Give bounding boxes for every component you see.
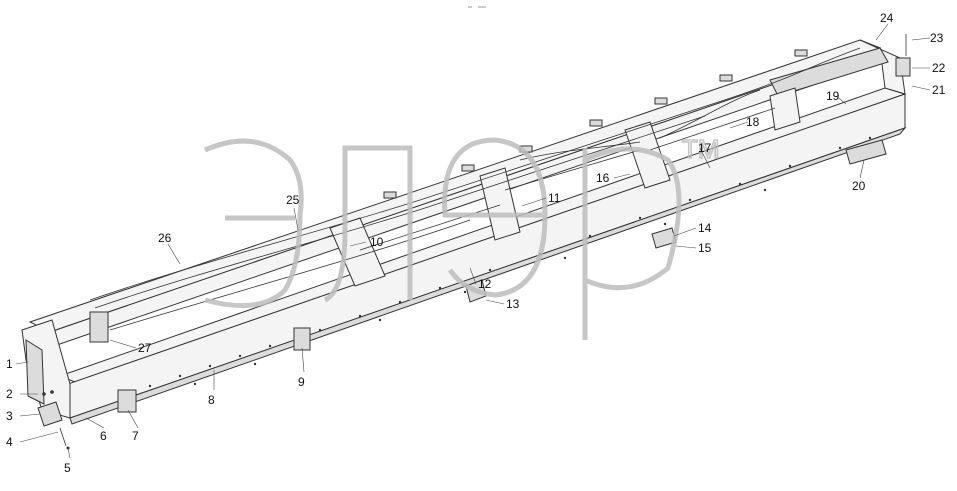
tow-hitch-22 [895,34,911,77]
callout-5: 5 [64,461,71,475]
callout-21: 21 [932,83,946,97]
callout-19: 19 [826,89,840,103]
callout-11: 11 [548,191,561,205]
cross-member-b [479,167,521,241]
callout-26: 26 [158,231,172,245]
callout-10: 10 [370,235,384,249]
callout-25: 25 [286,193,300,207]
bolt-4-5 [59,427,70,450]
rear-cross-member [769,47,889,97]
callout-13: 13 [506,297,520,311]
callouts: 1 2 3 4 5 6 7 8 9 10 11 12 13 14 15 16 1… [6,11,946,475]
callout-18: 18 [746,115,760,129]
callout-12: 12 [478,277,492,291]
callout-22: 22 [932,61,946,75]
callout-9: 9 [298,375,305,389]
callout-27: 27 [138,341,152,355]
callout-16: 16 [596,171,610,185]
front-bracket-3 [37,390,63,427]
front-end-face [25,339,45,405]
near-side-member-bottom [69,126,907,425]
chassis-frame [21,34,911,450]
rear-end-block [859,39,906,95]
plate-20 [845,139,887,165]
rear-cross-member-2 [769,87,801,131]
spring-bracket-front [89,311,109,343]
callout-23: 23 [930,31,944,45]
spring-bracket-7 [117,389,137,413]
callout-6: 6 [100,429,107,443]
watermark: TM [203,133,720,340]
callout-15: 15 [698,241,712,255]
spring-bracket-9 [293,327,311,351]
callout-8: 8 [208,393,215,407]
callout-2: 2 [6,387,13,401]
callout-14: 14 [698,221,712,235]
near-side-member-flange [58,87,907,385]
callout-4: 4 [6,435,13,449]
far-side-member-web [49,47,881,347]
callout-20: 20 [852,179,866,193]
callout-17: 17 [698,141,712,155]
callout-24: 24 [880,11,894,25]
leader-lines [15,23,931,459]
callout-3: 3 [6,409,13,423]
callout-7: 7 [132,429,139,443]
callout-1: 1 [6,357,13,371]
